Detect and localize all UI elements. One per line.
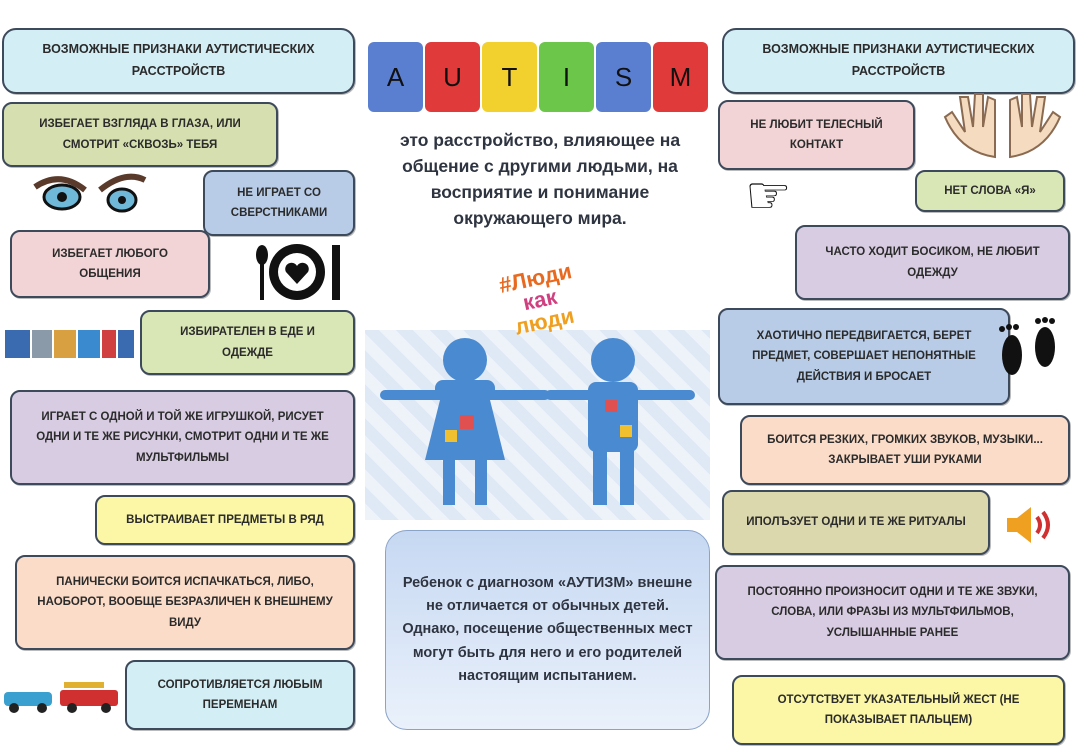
- sign-card: Сопротивляется любым переменам: [125, 660, 355, 730]
- sign-card: Избегает взгляда в глаза, или смотрит «с…: [2, 102, 278, 167]
- sign-card: Избегает любого общения: [10, 230, 210, 298]
- sign-card: Постоянно произносит одни и те же звуки,…: [715, 565, 1070, 660]
- sign-card: Нет слова «Я»: [915, 170, 1065, 212]
- puzzle-children-icon: [380, 338, 695, 505]
- right-header: Возможные признаки аутистических расстро…: [722, 28, 1075, 94]
- sign-card: Боится резких, громких звуков, музыки...…: [740, 415, 1070, 485]
- sign-card: Не играет со сверстниками: [203, 170, 355, 236]
- sign-card: Панически боится испачкаться, либо, наоб…: [15, 555, 355, 650]
- sign-card: Отсутствует указательный жест (не показы…: [732, 675, 1065, 745]
- hashtag-word: люди: [512, 302, 577, 340]
- puzzle-piece: U: [425, 42, 480, 112]
- sign-card: Иполъзует одни и те же ритуалы: [722, 490, 990, 555]
- hands-icon: [943, 93, 1062, 159]
- autism-description: это расстройство, влияющее на общение с …: [399, 130, 681, 228]
- toy-cars-icon: [4, 682, 118, 713]
- clothes-icon: [5, 330, 134, 358]
- sign-card: Выстраивает предметы в ряд: [95, 495, 355, 545]
- sign-card: Не любит телесный контакт: [718, 100, 915, 170]
- puzzle-piece: A: [368, 42, 423, 112]
- plate-icon: [256, 244, 340, 300]
- puzzle-piece: T: [482, 42, 537, 112]
- sign-card: Избирателен в еде и одежде: [140, 310, 355, 375]
- eyes-icon: [33, 173, 147, 213]
- puzzle-piece: I: [539, 42, 594, 112]
- puzzle-piece: S: [596, 42, 651, 112]
- info-box: Ребенок с диагнозом «АУТИЗМ» внешне не о…: [385, 530, 710, 730]
- sign-card: Играет с одной и той же игрушкой, рисует…: [10, 390, 355, 485]
- left-header: Возможные признаки аутистических расстро…: [2, 28, 355, 94]
- puzzle-piece: M: [653, 42, 708, 112]
- autism-puzzle-title: A U T I S M: [368, 42, 708, 112]
- speaker-icon: [1007, 507, 1050, 543]
- pointing-hand-icon: ☞: [745, 166, 792, 226]
- sign-card: Хаотично передвигается, берет предмет, с…: [718, 308, 1010, 405]
- footprints-icon: [999, 317, 1055, 375]
- sign-card: Часто ходит босиком, не любит одежду: [795, 225, 1070, 300]
- children-illustration: [365, 330, 710, 520]
